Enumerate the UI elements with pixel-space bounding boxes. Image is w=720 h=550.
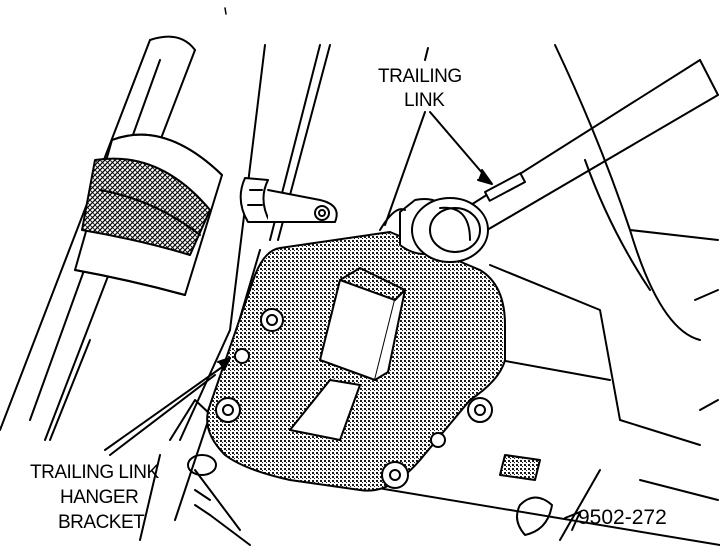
line-clip bbox=[239, 177, 338, 223]
hanger-bracket bbox=[206, 231, 506, 492]
callout-hanger-bracket-line2: HANGER bbox=[60, 487, 138, 508]
callout-trailing-link-line2: LINK bbox=[404, 90, 445, 111]
figure-number: 9502-272 bbox=[578, 506, 667, 529]
callout-hanger-bracket-line3: BRACKET bbox=[58, 512, 145, 533]
threaded-coupler bbox=[74, 133, 223, 296]
trailing-link bbox=[379, 59, 719, 263]
callout-trailing-link-line1: TRAILING bbox=[378, 66, 462, 87]
bracket-bolts bbox=[215, 308, 493, 489]
callout-hanger-bracket-line1: TRAILING LINK bbox=[30, 462, 159, 483]
callout-trailing-link: TRAILING LINK bbox=[378, 66, 462, 111]
frame-rail bbox=[489, 44, 719, 541]
figure-leader bbox=[564, 511, 581, 531]
callout-hanger-bracket: TRAILING LINK HANGER BRACKET bbox=[30, 462, 160, 533]
leader-lines bbox=[104, 47, 493, 456]
